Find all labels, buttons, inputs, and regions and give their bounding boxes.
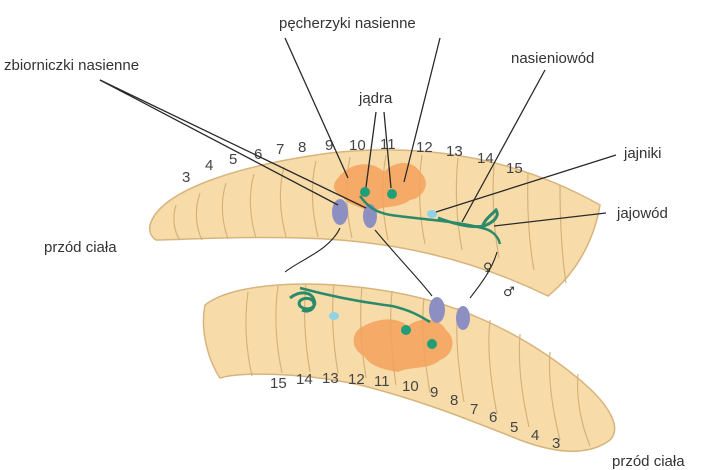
segment-number: 9 bbox=[430, 384, 438, 401]
segment-number: 5 bbox=[510, 419, 518, 436]
male-symbol: ♂ bbox=[503, 285, 515, 300]
segment-number: 11 bbox=[374, 373, 390, 390]
label-ovaries: jajniki bbox=[623, 145, 662, 162]
segment-number: 7 bbox=[276, 141, 284, 158]
segment-number: 12 bbox=[348, 371, 365, 388]
bottom-receptacle-left bbox=[429, 297, 445, 323]
segment-number: 14 bbox=[477, 150, 494, 167]
segment-number: 14 bbox=[296, 371, 313, 388]
bottom-receptacle-right bbox=[456, 306, 470, 330]
segment-number: 6 bbox=[489, 409, 497, 426]
label-seminal-receptacles: zbiorniczki nasienne bbox=[4, 57, 139, 74]
label-front-bottom: przód ciała bbox=[612, 453, 685, 470]
segment-number: 12 bbox=[416, 139, 433, 156]
bottom-testis-right bbox=[427, 339, 437, 349]
female-symbol: ♀ bbox=[483, 261, 493, 276]
segment-number: 15 bbox=[270, 375, 287, 392]
segment-number: 13 bbox=[322, 370, 339, 387]
label-sperm-duct: nasieniowód bbox=[511, 50, 594, 67]
segment-number: 3 bbox=[552, 435, 560, 452]
top-ovary bbox=[427, 210, 437, 218]
label-front-top: przód ciała bbox=[44, 239, 117, 256]
segment-number: 13 bbox=[446, 143, 463, 160]
segment-number: 4 bbox=[205, 157, 213, 174]
segment-number: 5 bbox=[229, 151, 237, 168]
segment-number: 3 bbox=[182, 169, 190, 186]
label-oviduct: jajowód bbox=[616, 205, 668, 222]
segment-number: 15 bbox=[506, 160, 523, 177]
segment-number: 4 bbox=[531, 427, 539, 444]
top-worm bbox=[150, 150, 600, 296]
segment-number: 10 bbox=[402, 378, 419, 395]
top-testis-right bbox=[387, 189, 397, 199]
segment-number: 9 bbox=[325, 137, 333, 154]
segment-number: 7 bbox=[470, 401, 478, 418]
segment-number: 8 bbox=[298, 139, 306, 156]
top-testis-left bbox=[360, 187, 370, 197]
bottom-ovary bbox=[329, 312, 339, 320]
segment-number: 10 bbox=[349, 137, 366, 154]
segment-number: 8 bbox=[450, 392, 458, 409]
label-testes: jądra bbox=[358, 90, 393, 107]
label-seminal-vesicles: pęcherzyki nasienne bbox=[279, 15, 416, 32]
bottom-worm bbox=[203, 284, 614, 451]
bottom-testis-left bbox=[401, 325, 411, 335]
